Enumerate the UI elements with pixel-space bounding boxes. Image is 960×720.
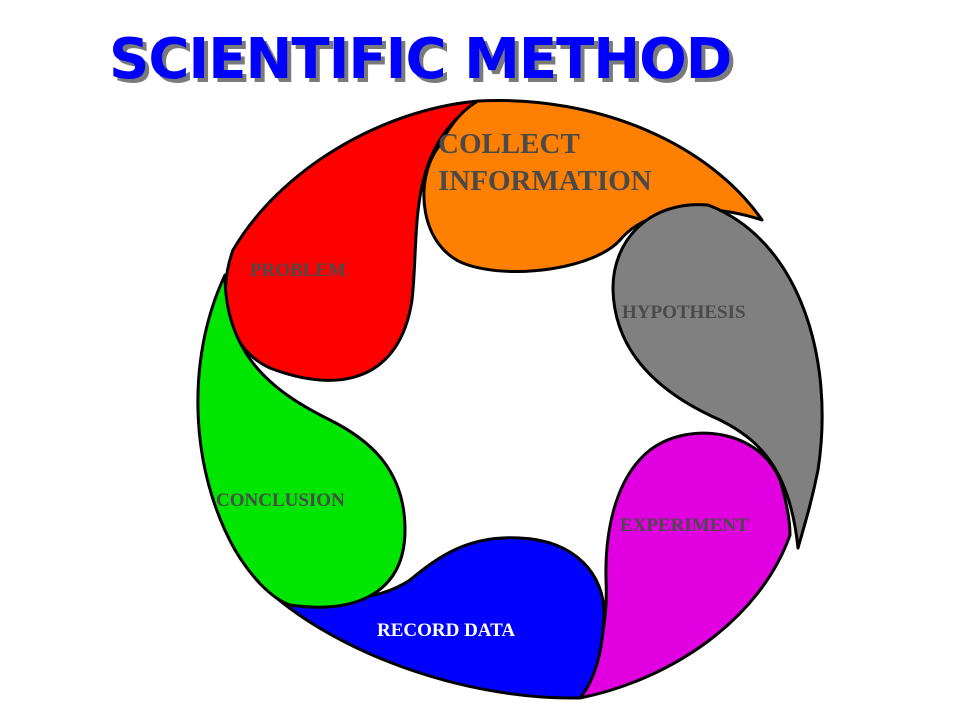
petal-experiment [578, 431, 792, 700]
petal-collect-information [422, 99, 764, 273]
label-conclusion: CONCLUSION [216, 490, 345, 511]
page-title: SCIENTIFIC METHOD [109, 27, 731, 92]
label-record-data: RECORD DATA [377, 620, 515, 641]
label-collect-line1: COLLECT [438, 128, 580, 160]
label-experiment: EXPERIMENT [620, 515, 749, 536]
page-title-shadow: SCIENTIFIC METHOD [113, 31, 735, 96]
petal-conclusion [196, 273, 407, 609]
label-problem: PROBLEM [250, 260, 346, 281]
petal-record-data [260, 536, 606, 700]
petal-problem [224, 99, 480, 382]
label-collect-line2: INFORMATION [438, 165, 652, 197]
label-hypothesis: HYPOTHESIS [622, 302, 746, 323]
